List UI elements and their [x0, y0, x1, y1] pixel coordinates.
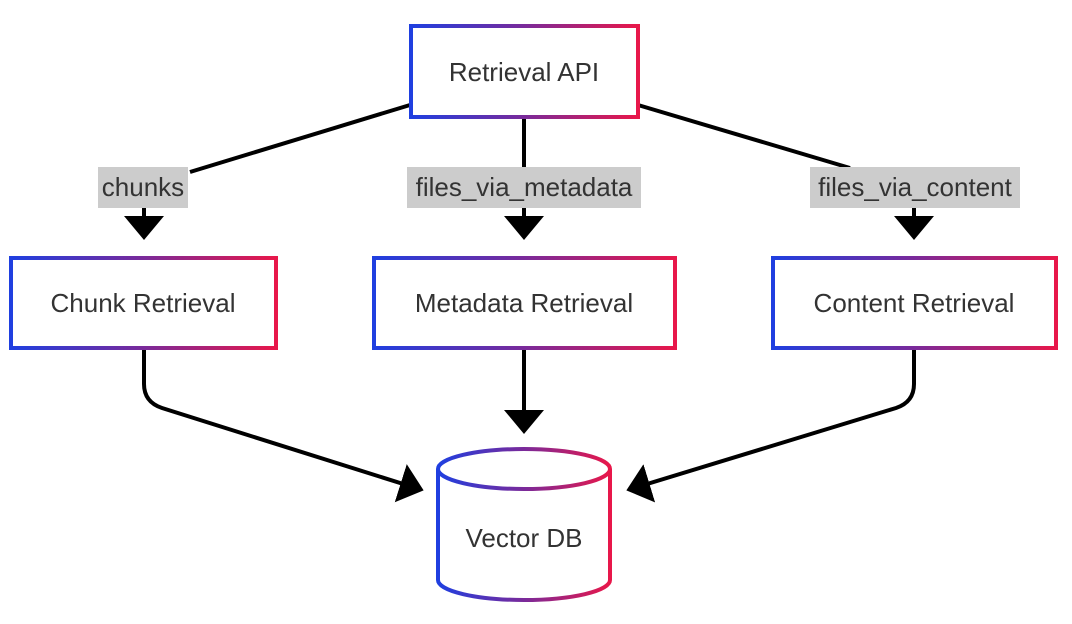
edge-label-chunks-text: chunks	[102, 172, 184, 202]
node-chunk-retrieval: Chunk Retrieval	[9, 256, 278, 350]
node-vector-db: Vector DB	[436, 447, 612, 602]
node-chunk-retrieval-label: Chunk Retrieval	[51, 288, 236, 318]
edge-label-files-via-content-text: files_via_content	[818, 172, 1012, 202]
database-cylinder-top	[436, 447, 612, 491]
edge-content-retrieval-to-db	[626, 348, 916, 503]
edge-label-files-via-metadata: files_via_metadata	[407, 167, 641, 208]
edge-api-to-chunks-label	[189, 103, 411, 174]
edge-label-files-via-metadata-text: files_via_metadata	[416, 172, 633, 202]
node-retrieval-api-label: Retrieval API	[449, 57, 599, 87]
edge-chunk-retrieval-to-db	[142, 348, 424, 503]
node-metadata-retrieval-label: Metadata Retrieval	[415, 288, 633, 318]
edge-api-to-content-label	[637, 103, 851, 170]
node-vector-db-label: Vector DB	[465, 523, 582, 553]
node-content-retrieval-label: Content Retrieval	[814, 288, 1015, 318]
edge-label-chunks: chunks	[98, 167, 188, 208]
edge-label-files-via-content: files_via_content	[810, 167, 1020, 208]
node-metadata-retrieval: Metadata Retrieval	[372, 256, 677, 350]
node-retrieval-api: Retrieval API	[409, 24, 640, 119]
node-content-retrieval: Content Retrieval	[771, 256, 1058, 350]
database-cylinder-icon	[436, 469, 612, 602]
